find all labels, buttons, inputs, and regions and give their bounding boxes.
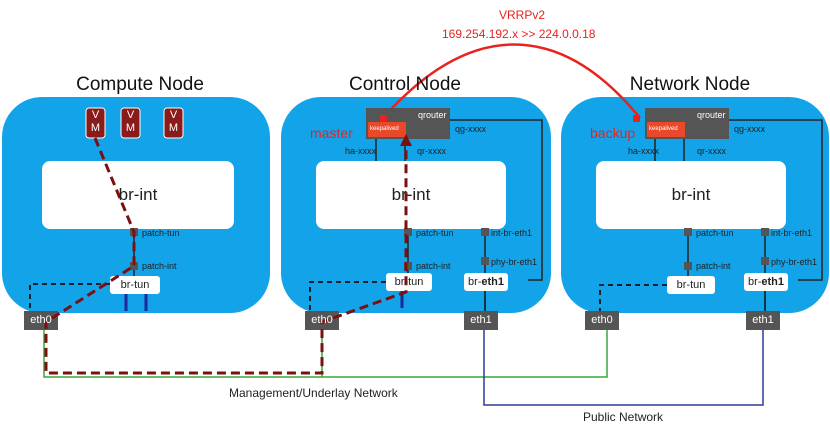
vm-icon (85, 107, 184, 139)
control-br-tun-label: br-tun (394, 276, 424, 288)
network-keepalived-label: keepalived (649, 126, 678, 132)
control-qr-label: qr-xxxx (417, 146, 446, 156)
network-br-eth1-box (744, 273, 788, 291)
vm-letter: M (125, 122, 136, 134)
br-prefix: br- (467, 276, 482, 288)
control-br-eth1-label: br-eth1 (464, 276, 508, 288)
compute-patch-tun-label: patch-tun (142, 228, 180, 238)
control-br-int-label: br-int (391, 185, 431, 204)
network-patch-tun-label: patch-tun (696, 228, 734, 238)
compute-node-title: Compute Node (76, 74, 204, 95)
control-node-title: Control Node (349, 74, 461, 95)
network-role-label: backup (590, 125, 636, 141)
compute-patch-int-label: patch-int (142, 261, 177, 271)
network-br-eth1-label: br-eth1 (744, 276, 788, 288)
br-prefix: br- (747, 276, 762, 288)
vrrp-title: VRRPv2 (499, 8, 546, 22)
network-keepalived-port (633, 115, 640, 122)
compute-br-tun-label: br-tun (120, 279, 150, 291)
vm-letter: V (169, 109, 178, 121)
network-eth0-port (585, 311, 619, 330)
network-ha-label: ha-xxxx (628, 146, 660, 156)
compute-eth0-port (24, 311, 58, 330)
network-patch-int-label: patch-int (696, 261, 731, 271)
control-br-eth1-box (464, 273, 508, 291)
control-keepalived-port (380, 115, 387, 122)
traffic-path (44, 137, 408, 375)
control-eth0-label: eth0 (311, 314, 333, 326)
network-br-tun-box (667, 276, 715, 294)
network-keepalived-box (647, 122, 685, 137)
traffic-arrow-icon (400, 134, 412, 146)
network-br-int-box (596, 161, 786, 229)
control-qrouter-label: qrouter (418, 110, 447, 120)
vm-letter: M (90, 122, 101, 134)
compute-br-tun-box (110, 276, 160, 294)
control-patch-int-label: patch-int (416, 261, 451, 271)
control-keepalived-box (368, 122, 406, 137)
network-eth1-port (746, 311, 780, 330)
control-role-label: master (310, 125, 353, 141)
network-br-int-label: br-int (671, 185, 711, 204)
tunnel-internal-lines (29, 281, 667, 311)
public-network-line (483, 330, 764, 406)
network-eth0-label: eth0 (591, 314, 613, 326)
eth1-internal-lines (484, 291, 766, 311)
network-eth1-label: eth1 (752, 314, 774, 326)
control-phy-br-eth1-label: phy-br-eth1 (491, 257, 538, 267)
vm-letter: M (168, 122, 179, 134)
eth1-suffix: eth1 (761, 276, 785, 288)
network-qrouter-label: qrouter (697, 110, 726, 120)
vm-letter: V (126, 109, 135, 121)
public-network-label: Public Network (583, 410, 664, 424)
compute-eth0-label: eth0 (30, 314, 52, 326)
network-int-br-eth1-label: int-br-eth1 (771, 228, 813, 238)
compute-br-int-box (42, 161, 234, 229)
network-phy-br-eth1-label: phy-br-eth1 (771, 257, 818, 267)
network-qg-label: qg-xxxx (734, 124, 766, 134)
control-eth1-port (464, 311, 498, 330)
eth1-suffix: eth1 (481, 276, 505, 288)
router-links (133, 119, 823, 281)
compute-br-int-label: br-int (118, 185, 158, 204)
network-node-title: Network Node (629, 74, 751, 95)
control-patch-tun-label: patch-tun (416, 228, 454, 238)
network-qr-label: qr-xxxx (697, 146, 726, 156)
control-keepalived-label: keepalived (370, 126, 399, 132)
management-network-line (43, 330, 608, 378)
network-br-tun-label: br-tun (676, 279, 706, 291)
control-int-br-eth1-label: int-br-eth1 (491, 228, 533, 238)
control-br-tun-box (386, 273, 432, 291)
control-br-int-box (316, 161, 506, 229)
control-ha-label: ha-xxxx (345, 146, 377, 156)
control-qg-label: qg-xxxx (455, 124, 487, 134)
vm-letter: V (91, 109, 100, 121)
vrrp-link (382, 43, 641, 119)
control-eth1-label: eth1 (470, 314, 492, 326)
management-network-label: Management/Underlay Network (229, 386, 398, 400)
vrrp-detail: 169.254.192.x >> 224.0.0.18 (442, 27, 596, 41)
